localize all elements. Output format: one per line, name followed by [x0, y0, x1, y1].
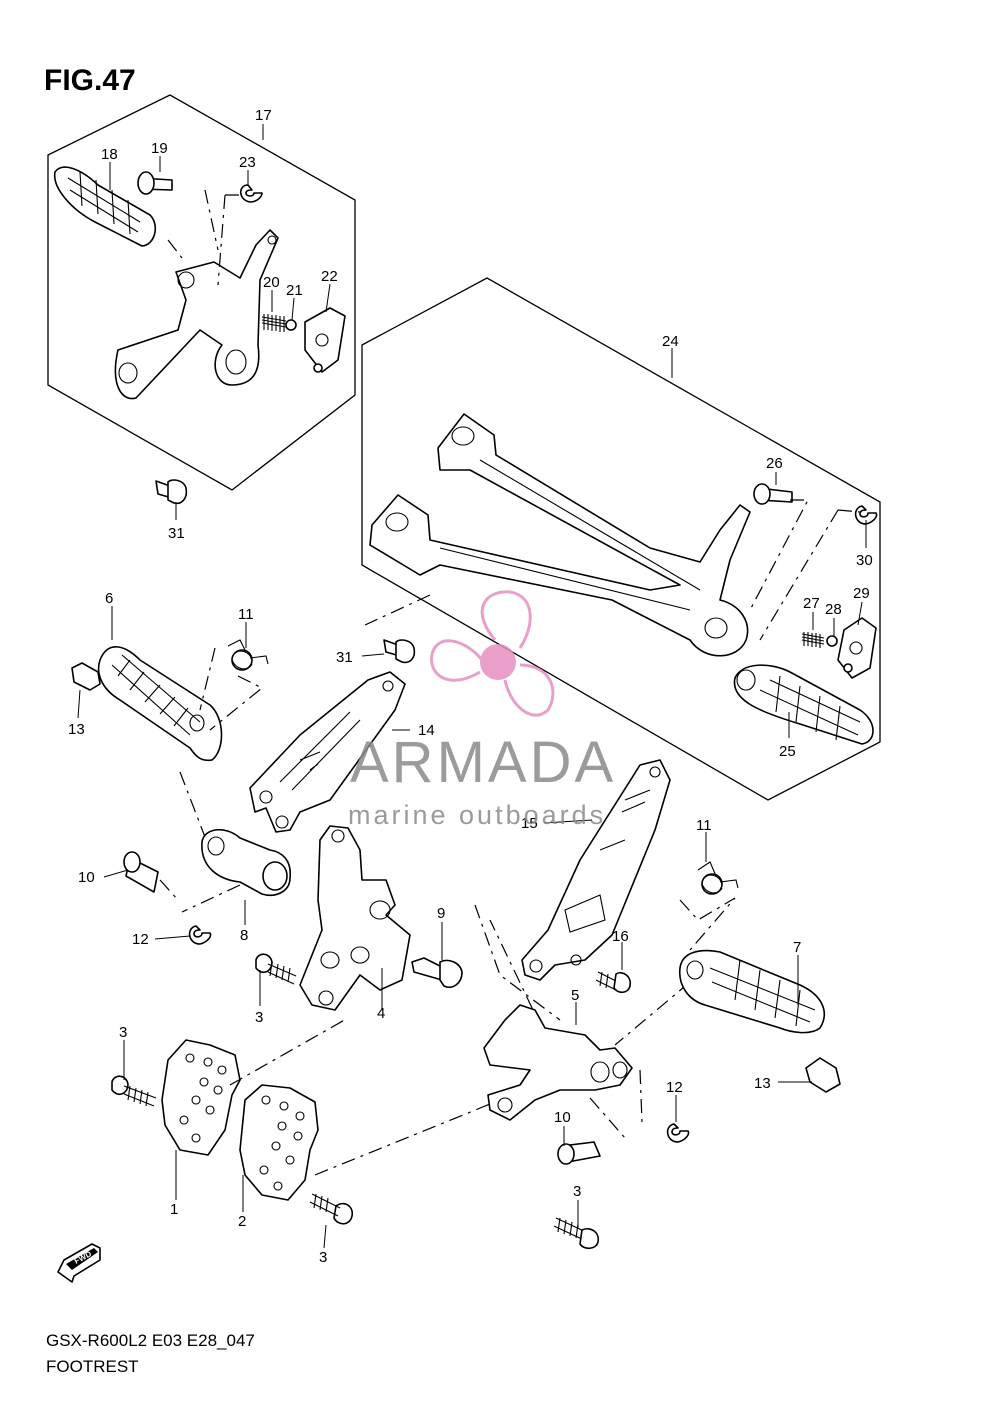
callout-leaders: [77, 124, 867, 1249]
callout-10-left: 10: [78, 869, 95, 886]
assembly-box-17: [47, 94, 356, 491]
callout-19: 19: [151, 140, 168, 157]
watermark-brand: ARMADA: [350, 730, 616, 795]
bolt-13-left: [71, 662, 101, 691]
callout-11-left: 11: [238, 606, 254, 623]
callout-29: 29: [853, 585, 870, 602]
dashline-peg7: [614, 897, 736, 1046]
bracket-15: [521, 759, 671, 981]
bracket-14: [249, 671, 406, 833]
spring-27: [801, 632, 825, 648]
callout-31-mid: 31: [336, 649, 353, 666]
dashline-plates: [229, 1017, 501, 1176]
pin-10-left: [123, 851, 159, 893]
clip-30: [854, 505, 878, 525]
watermark-tagline: marine outboards: [348, 800, 606, 830]
callout-3-upper: 3: [255, 1009, 263, 1026]
footrest-peg-7: [679, 949, 825, 1034]
assembly-box-24: [361, 277, 881, 801]
callout-9: 9: [437, 905, 445, 922]
spring-20: [261, 314, 287, 332]
armada-watermark: ARMADA marine outboards: [348, 590, 616, 830]
callout-27: 27: [803, 595, 820, 612]
callout-10-right: 10: [554, 1109, 571, 1126]
callout-3-bottom: 3: [319, 1249, 327, 1266]
model-code: GSX-R600L2 E03 E28_047: [46, 1331, 255, 1350]
dashline-box24-b: [364, 594, 431, 626]
bolt-16: [595, 971, 632, 994]
clip-12-left: [188, 925, 212, 945]
pivot-bracket-8: [201, 829, 292, 896]
bolt-3-upper: [255, 953, 297, 985]
pin-26: [753, 483, 793, 505]
callout-4: 4: [377, 1005, 385, 1022]
callout-6: 6: [105, 590, 113, 607]
callout-15: 15: [521, 815, 538, 832]
callout-16: 16: [612, 928, 629, 945]
callout-23: 23: [239, 154, 256, 171]
ball-21: [285, 319, 297, 331]
callout-7: 7: [793, 939, 801, 956]
clip-23: [239, 184, 263, 203]
callout-22: 22: [321, 268, 338, 285]
callout-17: 17: [255, 107, 272, 124]
callout-14: 14: [418, 722, 435, 739]
plate-29: [837, 617, 877, 679]
callout-25: 25: [779, 743, 796, 760]
fwd-direction-badge: FWD: [57, 1243, 101, 1283]
dashline-pivot5: [589, 1069, 643, 1139]
callout-1: 1: [170, 1201, 178, 1218]
footrest-peg-6: [97, 646, 223, 762]
bolt-3-right: [553, 1217, 600, 1250]
footrest-peg-25: [733, 664, 874, 745]
footrest-peg-18: [54, 166, 157, 247]
bolt-31-top: [155, 479, 188, 505]
callout-28: 28: [825, 601, 842, 618]
callout-8: 8: [240, 927, 248, 944]
callout-24: 24: [662, 333, 679, 350]
bolt-3-left: [111, 1075, 157, 1107]
callout-21: 21: [286, 282, 303, 299]
callout-18: 18: [101, 146, 118, 163]
bolt-31-mid: [383, 639, 416, 664]
spring-11-right: [697, 861, 739, 895]
callout-5: 5: [571, 987, 579, 1004]
dashline-pivot8: [159, 879, 241, 913]
callout-13-right: 13: [754, 1075, 771, 1092]
callout-20: 20: [263, 274, 280, 291]
figure-title: FIG.47: [44, 64, 136, 97]
callout-2: 2: [238, 1213, 246, 1230]
callout-12-right: 12: [666, 1079, 683, 1096]
pin-19: [137, 171, 173, 195]
callout-31-top: 31: [168, 525, 185, 542]
plate-2: [239, 1084, 319, 1201]
spring-11-left: [227, 639, 269, 671]
callout-labels: 17 18 19 23 20 21 22 31 24 26 30 27 28 2…: [68, 107, 873, 1266]
bracket-17: [114, 229, 279, 400]
pin-10-right: [557, 1141, 601, 1165]
callout-13-left: 13: [68, 721, 85, 738]
callout-3-right: 3: [573, 1183, 581, 1200]
ball-28: [826, 635, 838, 647]
bracket-4: [299, 825, 411, 1011]
bolt-9: [411, 957, 463, 988]
callout-12-left: 12: [132, 931, 149, 948]
plate-22: [304, 307, 346, 373]
plate-1: [161, 1039, 241, 1156]
callout-11-right: 11: [696, 817, 712, 834]
bracket-24: [369, 413, 751, 657]
bolt-3-bottom: [309, 1193, 354, 1225]
clip-12-right: [666, 1123, 690, 1143]
dashline-box24-a: [749, 499, 861, 641]
bolt-13-right: [805, 1057, 841, 1093]
callout-26: 26: [766, 455, 783, 472]
pivot-bracket-5: [483, 1004, 633, 1121]
callout-30: 30: [856, 552, 873, 569]
section-name: FOOTREST: [46, 1357, 139, 1376]
callout-3-left: 3: [119, 1024, 127, 1041]
propeller-logo: [430, 590, 555, 717]
dashline-box17-a: [167, 189, 240, 286]
